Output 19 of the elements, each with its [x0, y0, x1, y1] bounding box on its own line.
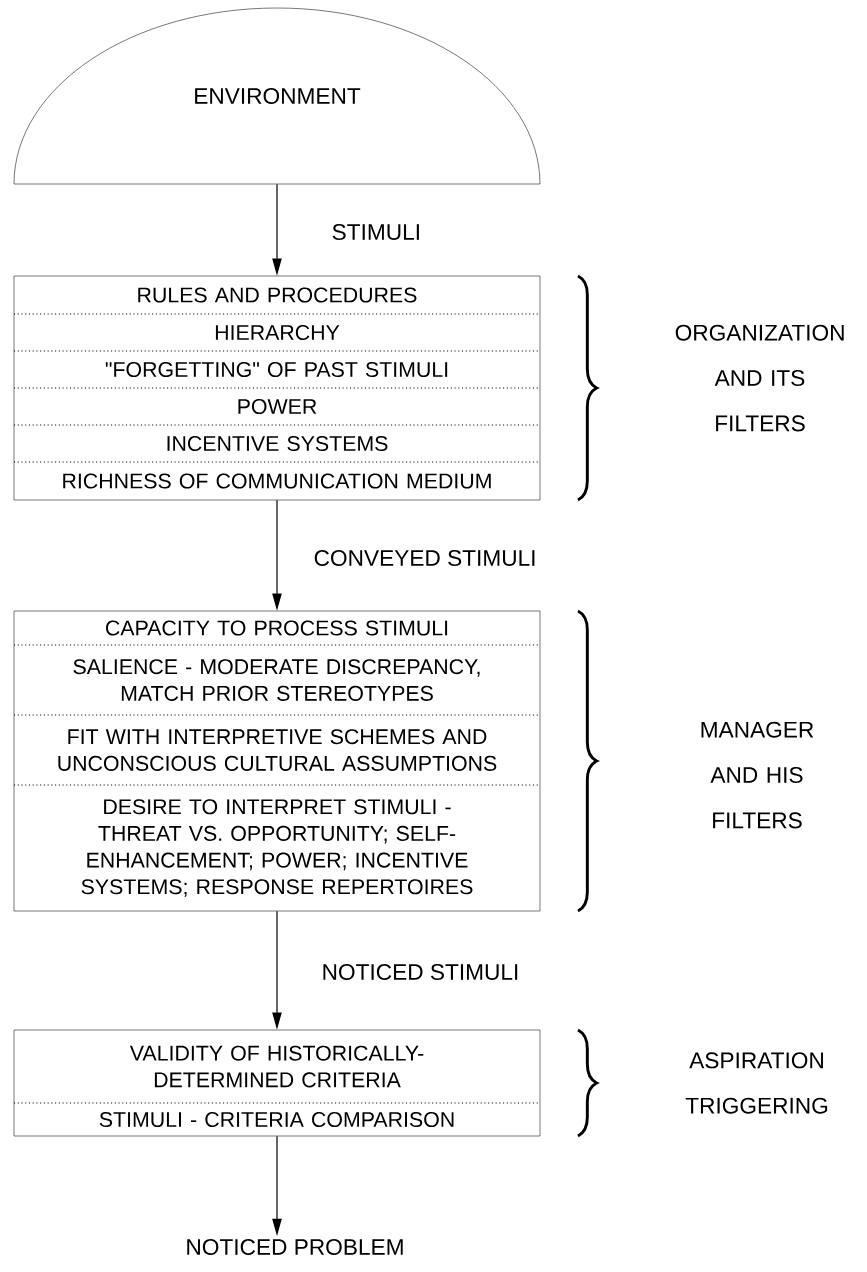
filter-text: SALIENCE - MODERATE DISCREPANCY, MATCH PRIOR STEREOTYPES	[73, 659, 480, 701]
edge-label: CONVEYED STIMULI	[314, 550, 535, 567]
filter-text: RULES AND PROCEDURES	[138, 287, 417, 303]
filter-text: STIMULI - CRITERIA COMPARISON	[99, 1111, 454, 1128]
result-text: NOTICED PROBLEM	[187, 1239, 403, 1256]
filter-text: "FORGETTING" OF PAST STIMULI	[105, 361, 448, 378]
edge-label: NOTICED STIMULI	[323, 964, 518, 981]
filter-text: INCENTIVE SYSTEMS	[167, 435, 388, 452]
filter-text: CAPACITY TO PROCESS STIMULI	[106, 620, 448, 636]
filter-text: DESIRE TO INTERPRET STIMULI - THREAT VS. OPPORTUNITY; SELF-ENHANCEMENT; POWER; INCENTIVE SYSTEMS; RESPONSE REPERTOIRES	[81, 799, 473, 897]
edge-label: STIMULI	[332, 224, 419, 241]
group-label: ASPIRATION TRIGGERING	[685, 1052, 828, 1114]
filter-text: FIT WITH INTERPRETIVE SCHEMES AND UNCONSCIOUS CULTURAL ASSUMPTIONS	[58, 729, 497, 771]
group-label: MANAGER AND HIS FILTERS	[701, 721, 814, 829]
filter-text: HIERARCHY	[215, 324, 340, 341]
filter-text: VALIDITY OF HISTORICALLY-DETERMINED CRITERIA	[129, 1045, 424, 1088]
filter-text: POWER	[238, 398, 317, 415]
group-label: ORGANIZATION AND ITS FILTERS	[675, 324, 844, 432]
filter-text: RICHNESS OF COMMUNICATION MEDIUM	[63, 473, 491, 489]
